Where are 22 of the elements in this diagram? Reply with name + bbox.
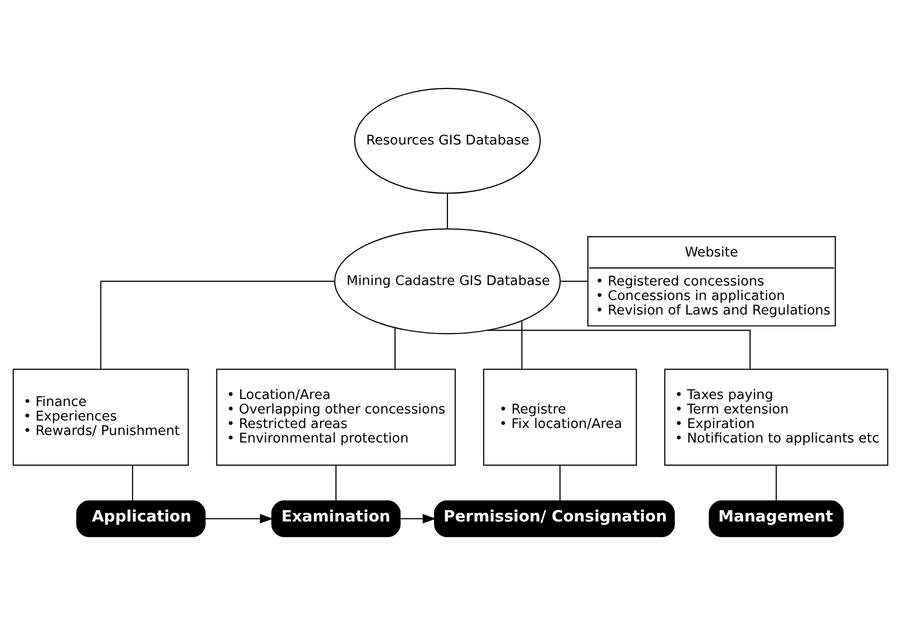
node-box: • Finance • Experiences • Rewards/ Punishment <box>12 368 189 466</box>
connector <box>446 193 448 228</box>
node-box: • Registre • Fix location/Area <box>483 368 637 466</box>
node-ellipse: Mining Cadastre GIS Database <box>334 228 561 334</box>
connector <box>132 464 134 500</box>
node-box: Management <box>708 500 844 537</box>
node-ellipse: Resources GIS Database <box>354 87 541 194</box>
node-box: • Taxes paying • Term extension • Expiration • Notification to applicants etc <box>664 368 888 466</box>
node-box: Permission/ Consignation <box>434 500 675 537</box>
connector <box>335 464 337 500</box>
node-box: Application <box>76 500 206 537</box>
connector <box>394 327 396 369</box>
connector <box>100 280 334 369</box>
connector <box>521 320 522 368</box>
connector <box>487 329 751 369</box>
node-box: Examination <box>271 500 401 537</box>
node-box: • Location/Area • Overlapping other concessions • Restricted areas • Environmental protection <box>216 368 456 466</box>
connector <box>559 464 561 500</box>
arrow <box>205 514 274 523</box>
connector <box>776 464 777 500</box>
connector <box>560 280 588 282</box>
arrow <box>400 514 436 523</box>
